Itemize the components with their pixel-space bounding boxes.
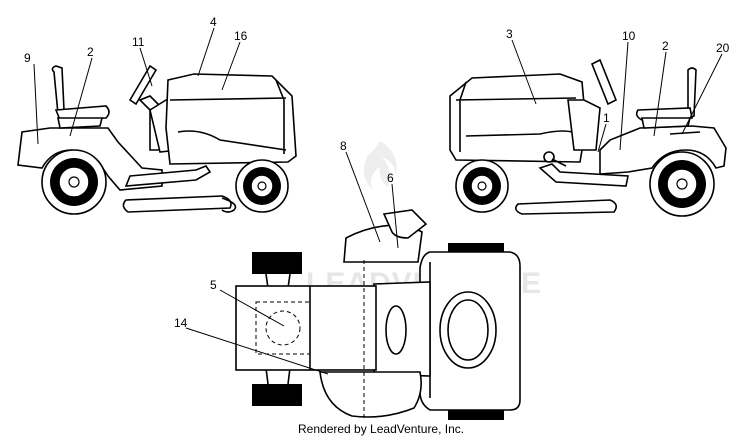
callout-10: 10 [622,29,636,43]
callout-numbers: 9 2 11 4 16 3 10 2 20 1 8 6 5 14 [24,15,730,330]
callout-4: 4 [210,15,217,29]
callout-1: 1 [603,111,610,125]
callout-2-left: 2 [87,45,94,59]
left-tractor-side-view [17,64,297,215]
callout-6: 6 [387,171,394,185]
callout-14: 14 [174,316,188,330]
callout-9: 9 [24,51,31,65]
flame-logo-icon [363,141,397,189]
leader-lines [33,27,723,375]
right-tractor-side-view [449,58,727,217]
callout-8: 8 [340,139,347,153]
callout-3: 3 [506,27,513,41]
callout-11: 11 [132,35,145,49]
callout-5: 5 [210,278,217,292]
footer-credit: Rendered by LeadVenture, Inc. [298,422,464,436]
callout-20: 20 [716,41,730,55]
callout-2-right: 2 [662,39,669,53]
callout-16: 16 [234,29,248,43]
tractor-top-view [235,209,521,420]
